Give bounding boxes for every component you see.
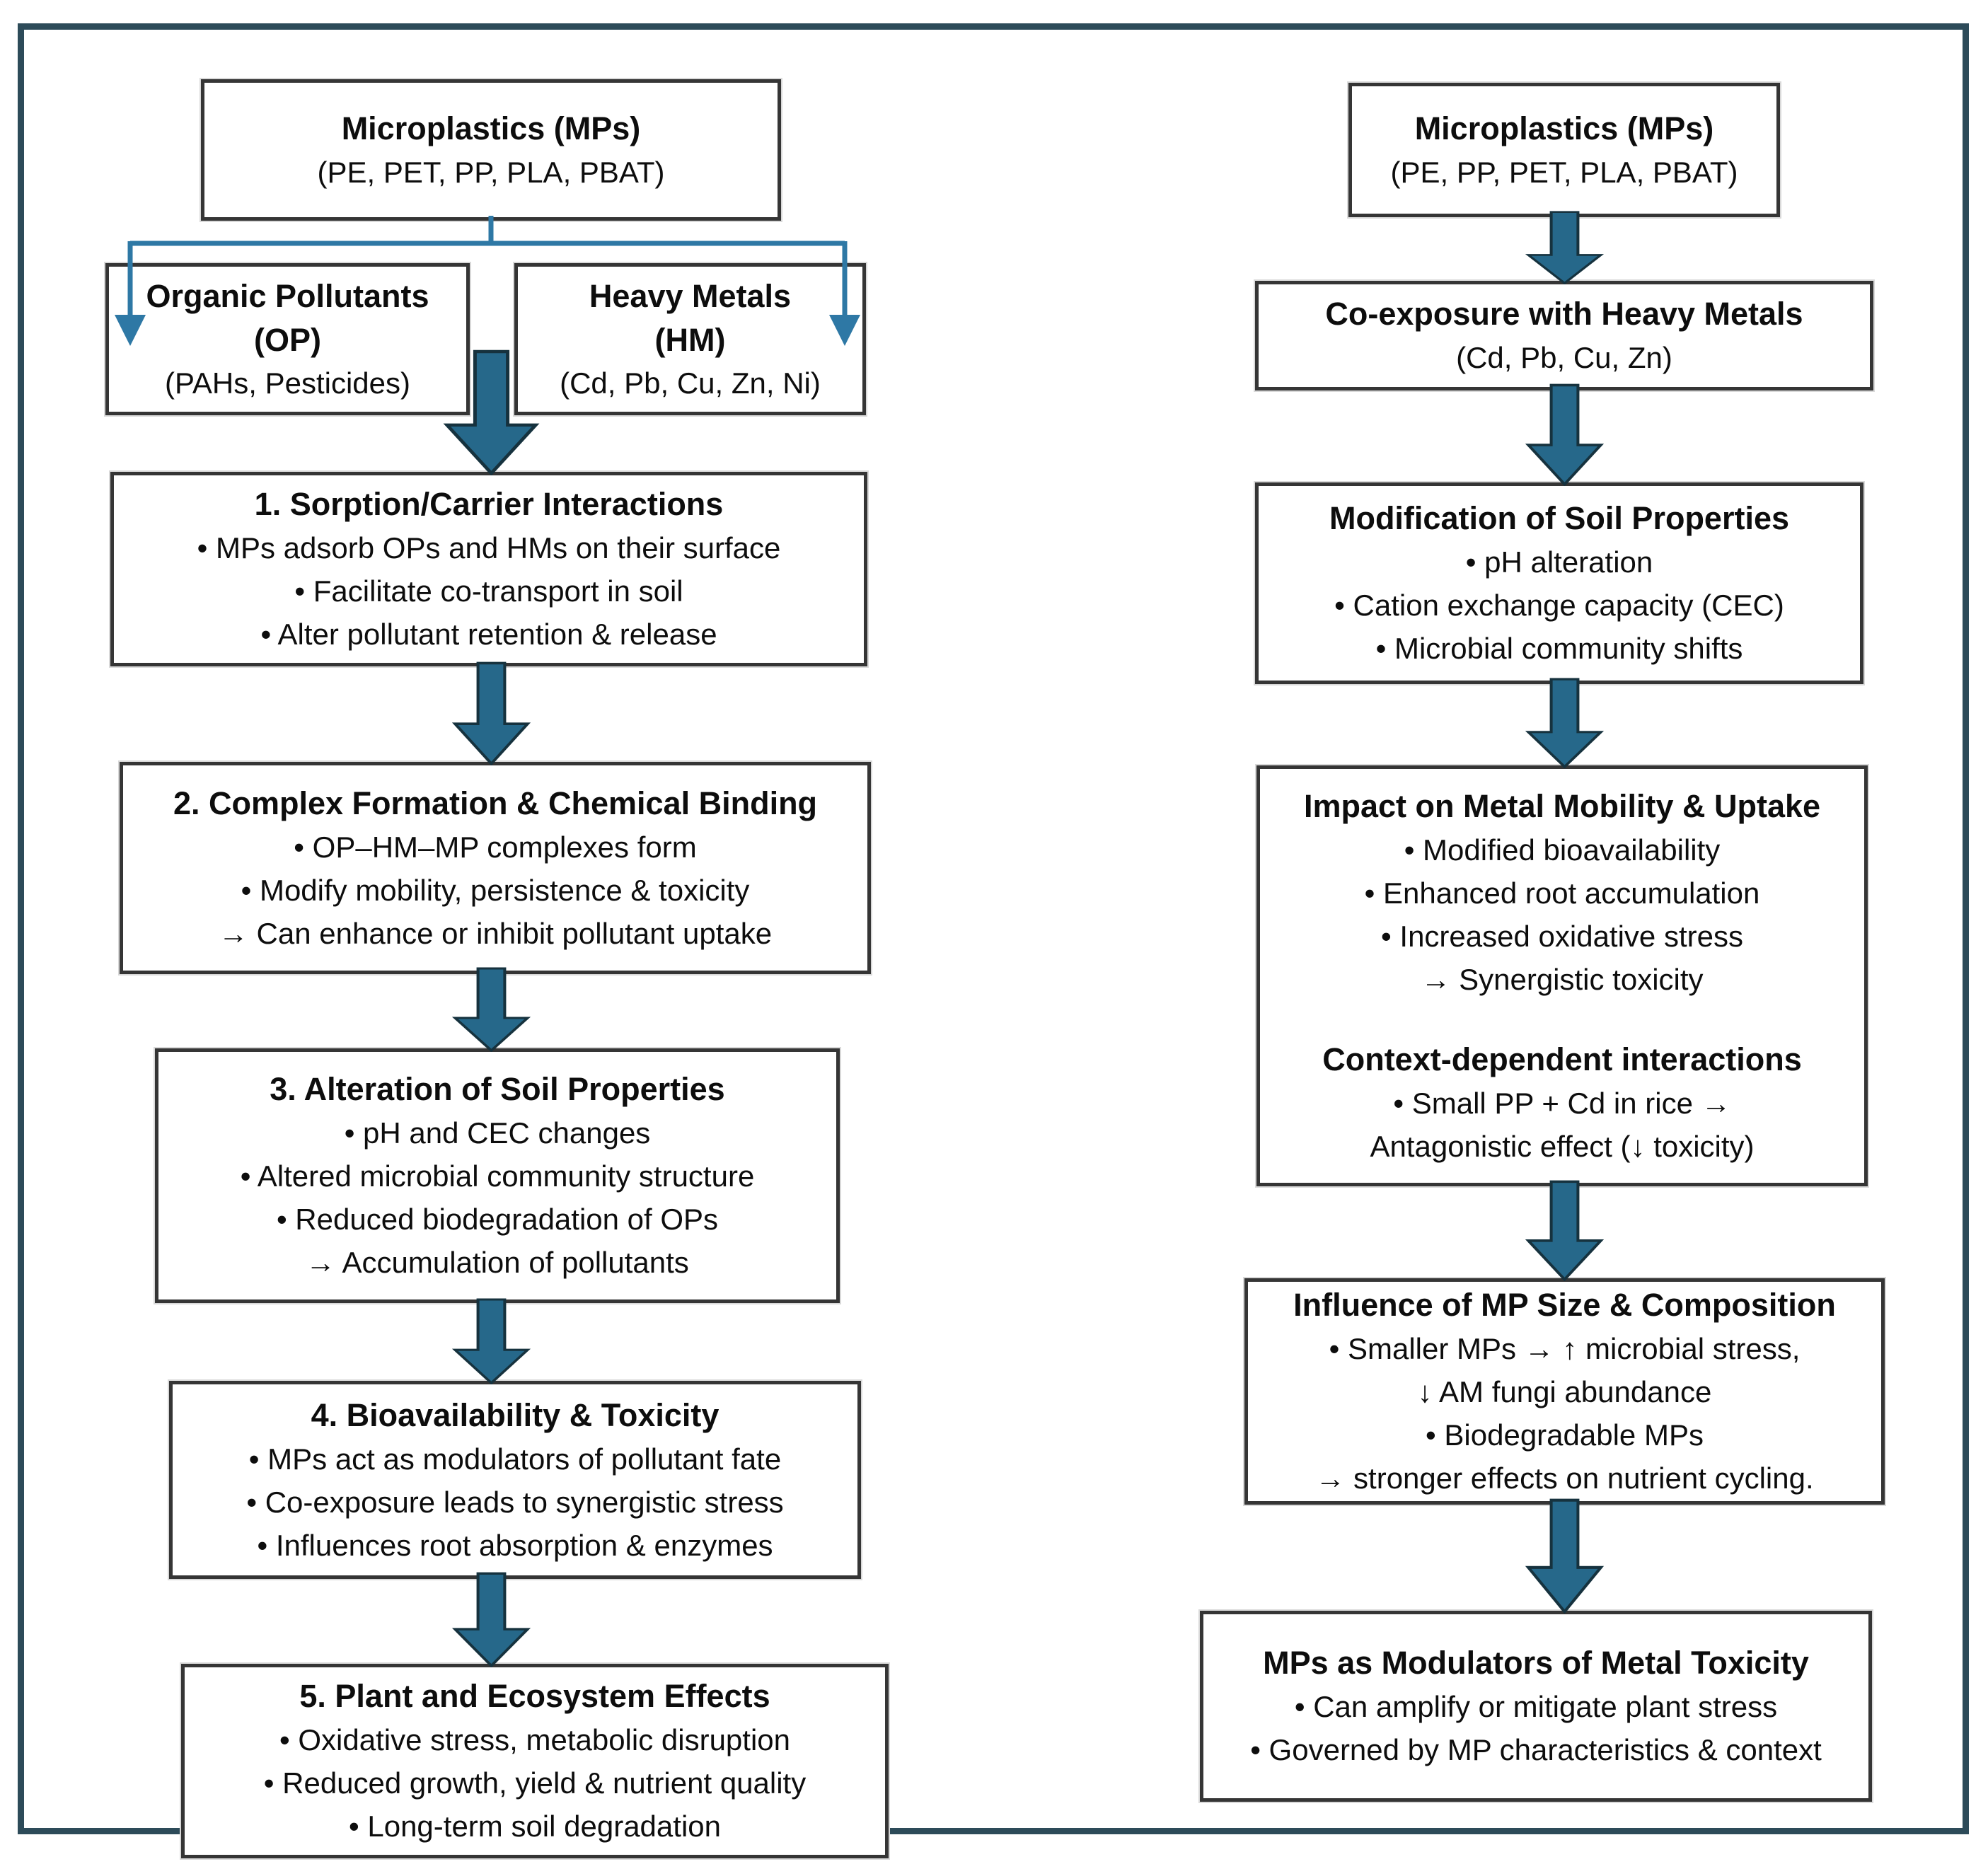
node-title: Microplastics (MPs) — [341, 110, 641, 146]
node-bullet: • MPs act as modulators of pollutant fat… — [248, 1442, 782, 1476]
node-bullet: • Cation exchange capacity (CEC) — [1334, 589, 1784, 622]
down-arrow-icon — [451, 1298, 531, 1384]
node-title: Influence of MP Size & Composition — [1293, 1287, 1836, 1323]
node-bullet: • MPs adsorb OPs and HMs on their surfac… — [197, 531, 781, 565]
node-title: Impact on Metal Mobility & Uptake — [1303, 787, 1821, 824]
down-arrow-icon — [451, 967, 531, 1052]
node-bullet: → Can enhance or inhibit pollutant uptak… — [218, 916, 773, 950]
node-bullet: • Long-term soil degradation — [348, 1810, 721, 1843]
node-organic-pollutants: Organic Pollutants (OP) (PAHs, Pesticide… — [105, 263, 470, 415]
down-arrow-icon — [451, 1572, 531, 1667]
node-abbr: (OP) — [254, 321, 321, 358]
node-bullet: • Altered microbial community structure — [240, 1159, 755, 1193]
node-detail: (PAHs, Pesticides) — [165, 366, 410, 400]
node-plant-ecosystem-effects: 5. Plant and Ecosystem Effects • Oxidati… — [181, 1664, 889, 1858]
node-bullet: • pH and CEC changes — [344, 1116, 651, 1150]
down-arrow-icon — [1525, 678, 1605, 768]
node-alteration-soil-properties: 3. Alteration of Soil Properties • pH an… — [155, 1048, 840, 1303]
node-subtitle: (PE, PET, PP, PLA, PBAT) — [317, 155, 665, 189]
node-modification-soil-properties: Modification of Soil Properties • pH alt… — [1255, 482, 1863, 684]
node-heavy-metals: Heavy Metals (HM) (Cd, Pb, Cu, Zn, Ni) — [514, 263, 866, 415]
node-subtitle: (PE, PP, PET, PLA, PBAT) — [1390, 155, 1738, 189]
down-arrow-icon — [1525, 211, 1605, 284]
node-bullet: • Influences root absorption & enzymes — [257, 1528, 773, 1562]
node-bullet: • Modified bioavailability — [1404, 833, 1721, 867]
outer-frame: Microplastics (MPs) (PE, PET, PP, PLA, P… — [18, 23, 1969, 1858]
node-title: Organic Pollutants — [146, 277, 429, 314]
node-title: 2. Complex Formation & Chemical Binding — [173, 785, 818, 821]
node-complex-formation-binding: 2. Complex Formation & Chemical Binding … — [120, 762, 871, 974]
node-title: 3. Alteration of Soil Properties — [270, 1071, 725, 1107]
node-detail: (Cd, Pb, Cu, Zn, Ni) — [560, 366, 821, 400]
node-title: Heavy Metals — [589, 277, 792, 314]
node-bullet: → Accumulation of pollutants — [306, 1246, 689, 1279]
node-mps-modulators-metal-toxicity: MPs as Modulators of Metal Toxicity • Ca… — [1200, 1611, 1872, 1802]
down-arrow-icon — [1525, 383, 1605, 486]
branch-connector-icon — [115, 216, 860, 346]
down-arrow-icon — [1525, 1180, 1605, 1281]
node-bullet: • Co-exposure leads to synergistic stres… — [246, 1485, 784, 1519]
node-bullet: • Governed by MP characteristics & conte… — [1250, 1733, 1822, 1766]
node-influence-mp-size-composition: Influence of MP Size & Composition • Sma… — [1244, 1278, 1885, 1505]
node-bullet: • Smaller MPs → ↑ microbial stress, — [1329, 1332, 1801, 1365]
node-bioavailability-toxicity: 4. Bioavailability & Toxicity • MPs act … — [169, 1381, 861, 1579]
node-bullet: • Small PP + Cd in rice → — [1393, 1086, 1731, 1120]
node-bullet: • pH alteration — [1465, 545, 1653, 579]
node-sorption-carrier-interactions: 1. Sorption/Carrier Interactions • MPs a… — [110, 472, 867, 666]
node-microplastics-left: Microplastics (MPs) (PE, PET, PP, PLA, P… — [201, 79, 781, 221]
node-abbr: (HM) — [654, 321, 726, 358]
node-bullet: • OP–HM–MP complexes form — [294, 830, 697, 864]
node-bullet: • Biodegradable MPs — [1426, 1418, 1704, 1452]
node-title: Co-exposure with Heavy Metals — [1325, 296, 1803, 332]
node-bullet: • Reduced growth, yield & nutrient quali… — [263, 1766, 807, 1800]
node-title: Modification of Soil Properties — [1329, 500, 1790, 536]
node-title: 5. Plant and Ecosystem Effects — [299, 1678, 770, 1714]
node-microplastics-right: Microplastics (MPs) (PE, PP, PET, PLA, P… — [1348, 83, 1780, 217]
node-bullet: → stronger effects on nutrient cycling. — [1315, 1461, 1814, 1495]
node-bullet: • Microbial community shifts — [1375, 632, 1743, 665]
node-bullet: ↓ AM fungi abundance — [1417, 1375, 1712, 1408]
node-bullet: • Facilitate co-transport in soil — [294, 574, 683, 608]
node-title: 1. Sorption/Carrier Interactions — [254, 486, 724, 522]
down-arrow-icon — [1525, 1498, 1605, 1614]
node-bullet: • Can amplify or mitigate plant stress — [1294, 1690, 1778, 1723]
node-coexposure-heavy-metals: Co-exposure with Heavy Metals (Cd, Pb, C… — [1255, 281, 1873, 390]
node-bullet: Antagonistic effect (↓ toxicity) — [1370, 1129, 1755, 1163]
node-bullet: • Increased oxidative stress — [1381, 919, 1743, 953]
node-title: MPs as Modulators of Metal Toxicity — [1263, 1645, 1809, 1681]
node-bullet: → Synergistic toxicity — [1421, 962, 1704, 996]
node-bullet: • Reduced biodegradation of OPs — [276, 1203, 719, 1236]
down-arrow-icon — [443, 349, 540, 475]
node-bullet: • Enhanced root accumulation — [1364, 876, 1760, 910]
down-arrow-icon — [451, 661, 531, 765]
node-subheading: Context-dependent interactions — [1322, 1041, 1802, 1077]
node-subtitle: (Cd, Pb, Cu, Zn) — [1456, 341, 1672, 374]
node-impact-metal-mobility-uptake: Impact on Metal Mobility & Uptake • Modi… — [1256, 765, 1868, 1186]
node-bullet: • Oxidative stress, metabolic disruption — [279, 1723, 790, 1756]
node-bullet: • Modify mobility, persistence & toxicit… — [241, 873, 750, 907]
node-title: Microplastics (MPs) — [1414, 110, 1714, 146]
node-title: 4. Bioavailability & Toxicity — [311, 1396, 720, 1433]
node-bullet: • Alter pollutant retention & release — [260, 618, 717, 651]
